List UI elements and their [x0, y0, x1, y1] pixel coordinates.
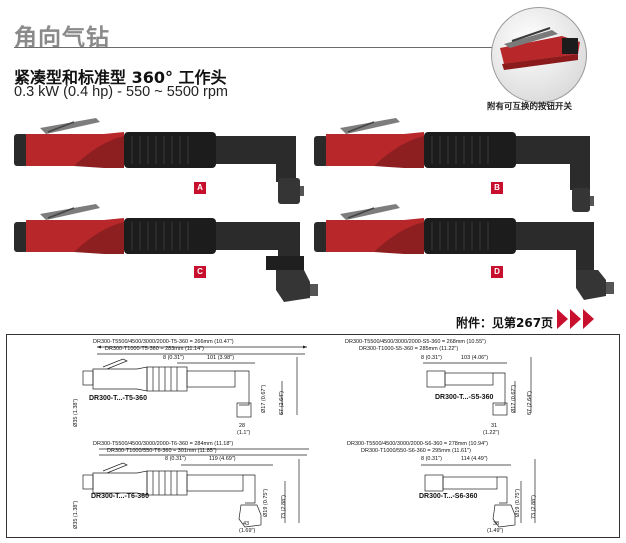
drawing-tool-outline — [423, 357, 532, 416]
drawing-length-line: DR300-T5500/4500/3000/2000-T6-360 = 284m… — [93, 441, 234, 447]
drawing-dimension: 31 — [491, 423, 498, 429]
drawing-dimension: 101 (3.98") — [207, 355, 235, 361]
tool-image-a — [14, 112, 304, 212]
drawing-dimension: Ø35 (1.38") — [73, 398, 79, 427]
drawing-dimension: 67 (2.64") — [527, 391, 533, 415]
drawing-model-label: DR300-T...-S6-360 — [419, 493, 478, 500]
arrow-right-icon — [557, 307, 597, 335]
drawing-model-label: DR300-T...-T6-360 — [91, 493, 149, 500]
drawing-length-line: DR300-T5500/4500/3000/2000-S5-360 = 268m… — [345, 339, 486, 345]
drawing-dimension: 8 (0.31") — [421, 456, 442, 462]
drawing-tool-outline — [82, 345, 307, 418]
drawing-length-line: DR300-T1000-T5-360 = 283mm (11.14") — [105, 346, 204, 352]
drawing-dimension: 67 (2.64") — [279, 391, 285, 415]
drawing-dimension: Ø17 (0.67") — [511, 384, 517, 413]
drawing-length-line: DR300-T5500/4500/3000/2000-S6-360 = 278m… — [347, 441, 488, 447]
drawing-dimension: (1.1") — [237, 430, 251, 436]
tool-image-b — [314, 112, 604, 216]
drawing-tool-outline — [421, 459, 536, 528]
tool-label-d: D — [491, 266, 503, 278]
drawing-dimension: Ø19 (0.75") — [263, 488, 269, 517]
drawing-tool-outline — [82, 448, 309, 528]
drawing-length-line: DR300-T1000/550-T6-360 = 301mm (11.85") — [107, 448, 217, 454]
drawing-dimension: Ø19 (0.75") — [515, 488, 521, 517]
drawing-dimension: 8 (0.31") — [163, 355, 184, 361]
drawing-dimension: Ø35 (1.38") — [73, 500, 79, 529]
drawing-dimension: (1.49") — [487, 528, 504, 534]
tool-image-d — [314, 198, 618, 306]
drawing-dimension: (1.22") — [483, 430, 500, 436]
drawing-dimension: 119 (4.69") — [209, 456, 236, 462]
drawing-length-line: DR300-T1000-S5-360 = 285mm (11.22") — [359, 346, 459, 352]
tool-label-b: B — [491, 182, 503, 194]
drawing-dimension: 8 (0.31") — [165, 456, 186, 462]
drawing-dimension: Ø17 (0.67") — [261, 384, 267, 413]
inset-caption: 附有可互换的按钮开关 — [487, 102, 573, 112]
drawing-dimension: (1.69") — [239, 528, 256, 534]
drawing-dimension: 43 — [243, 521, 250, 527]
drawing-dimension: 114 (4.49") — [461, 456, 488, 462]
tool-image-c — [14, 198, 326, 310]
drawing-dimension: 103 (4.06") — [461, 355, 489, 361]
drawing-dimension: 73 (2.88") — [531, 495, 537, 519]
header-divider — [14, 47, 496, 48]
switch-detail-image — [491, 7, 587, 103]
drawing-length-line: DR300-T1000/550-S6-360 = 295mm (11.61") — [361, 448, 471, 454]
dimension-drawings-panel: DR300-T5500/4500/3000/2000-T5-360 = 266m… — [6, 334, 620, 538]
drawing-dimension: 73 (2.88") — [281, 495, 287, 519]
accessories-reference: 附件：见第267页 — [456, 316, 554, 330]
drawing-dimension: 38 — [493, 521, 500, 527]
product-title: 紧凑型和标准型 360° 工作头 — [14, 68, 227, 87]
category-title: 角向气钻 — [14, 25, 110, 51]
tool-label-c: C — [194, 266, 206, 278]
drawing-dimension: 8 (0.31") — [421, 355, 442, 361]
drawing-model-label: DR300-T...-S5-360 — [435, 394, 494, 401]
drawing-dimension: 28 — [239, 423, 246, 429]
product-spec: 0.3 kW (0.4 hp) - 550 ~ 5500 rpm — [14, 84, 228, 100]
tool-label-a: A — [194, 182, 206, 194]
drawing-length-line: DR300-T5500/4500/3000/2000-T5-360 = 266m… — [93, 339, 234, 345]
drawing-model-label: DR300-T...-T5-360 — [89, 395, 147, 402]
